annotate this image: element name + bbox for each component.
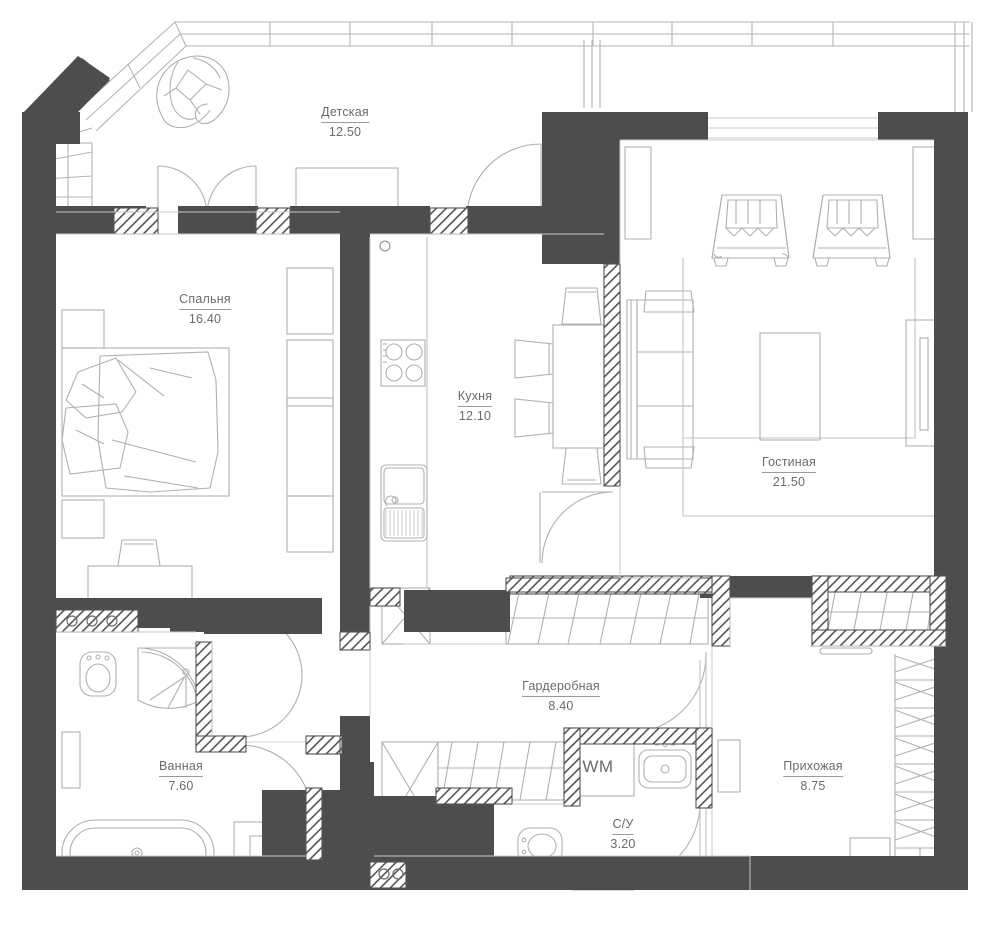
dining-chair-2 <box>514 339 554 379</box>
nightstand-left-lower <box>61 499 105 539</box>
room-label-nursery: Детская 12.50 <box>321 105 369 140</box>
sink-wc <box>638 740 692 789</box>
room-name-living: Гостиная <box>761 455 817 473</box>
wardrobe-bedroom <box>286 267 334 553</box>
room-area-bathroom: 7.60 <box>168 778 194 793</box>
room-name-hallway: Прихожая <box>783 759 843 777</box>
nightstand-left-upper <box>61 309 105 349</box>
room-name-kitchen: Кухня <box>457 389 493 407</box>
toilet-bathroom <box>79 651 117 697</box>
room-label-bedroom: Спальня 16.40 <box>179 292 231 327</box>
room-label-wc: С/У 3.20 <box>610 817 635 852</box>
room-name-wc: С/У <box>612 817 634 835</box>
sofa-living <box>626 290 695 469</box>
room-area-living: 21.50 <box>772 474 806 489</box>
room-outlines <box>56 117 946 890</box>
coffee-table <box>759 332 821 441</box>
dining-chair-3 <box>514 398 554 438</box>
room-area-nursery: 12.50 <box>328 124 362 139</box>
dining-chair-1 <box>561 287 602 325</box>
room-area-hallway: 8.75 <box>800 778 826 793</box>
armchair-right <box>812 194 891 267</box>
armchair-left <box>711 194 790 267</box>
room-label-bathroom: Ванная 7.60 <box>158 759 204 794</box>
desk-chair <box>117 539 161 567</box>
bean-bag-chair <box>156 55 230 129</box>
shower-corner <box>137 647 201 711</box>
room-label-hallway: Прихожая 8.75 <box>783 759 843 794</box>
room-name-nursery: Детская <box>321 105 369 123</box>
bathroom-radiator <box>61 731 81 789</box>
nursery-door-right <box>466 143 542 219</box>
room-area-kitchen: 12.10 <box>458 408 492 423</box>
dining-chair-4 <box>561 447 602 485</box>
kitchen-door-swing <box>539 491 614 564</box>
wardrobe-shelf-top <box>505 587 709 645</box>
room-area-wc: 3.20 <box>610 836 636 851</box>
room-area-bedroom: 16.40 <box>188 311 222 326</box>
kitchen-stove <box>380 339 426 387</box>
balcony-railing <box>77 21 973 132</box>
washing-machine-label: WM <box>582 757 614 776</box>
wall-hatch-circles <box>66 615 404 880</box>
room-area-wardrobe: 8.40 <box>548 698 574 713</box>
room-name-bedroom: Спальня <box>179 292 231 310</box>
room-label-wardrobe: Гардеробная 8.40 <box>522 679 600 714</box>
room-label-kitchen: Кухня 12.10 <box>457 389 493 424</box>
hallway-radiator <box>717 739 741 793</box>
bed-double <box>61 347 230 497</box>
living-rug-outline <box>682 258 916 439</box>
room-name-bathroom: Ванная <box>158 759 204 777</box>
cabinet-tall-left <box>624 146 652 240</box>
room-name-wardrobe: Гардеробная <box>522 679 600 697</box>
kitchen-sink <box>380 464 428 542</box>
kitchen-hood-marker <box>379 240 391 252</box>
wardrobe-door-right <box>627 652 707 734</box>
room-label-living: Гостиная 21.50 <box>761 455 817 490</box>
